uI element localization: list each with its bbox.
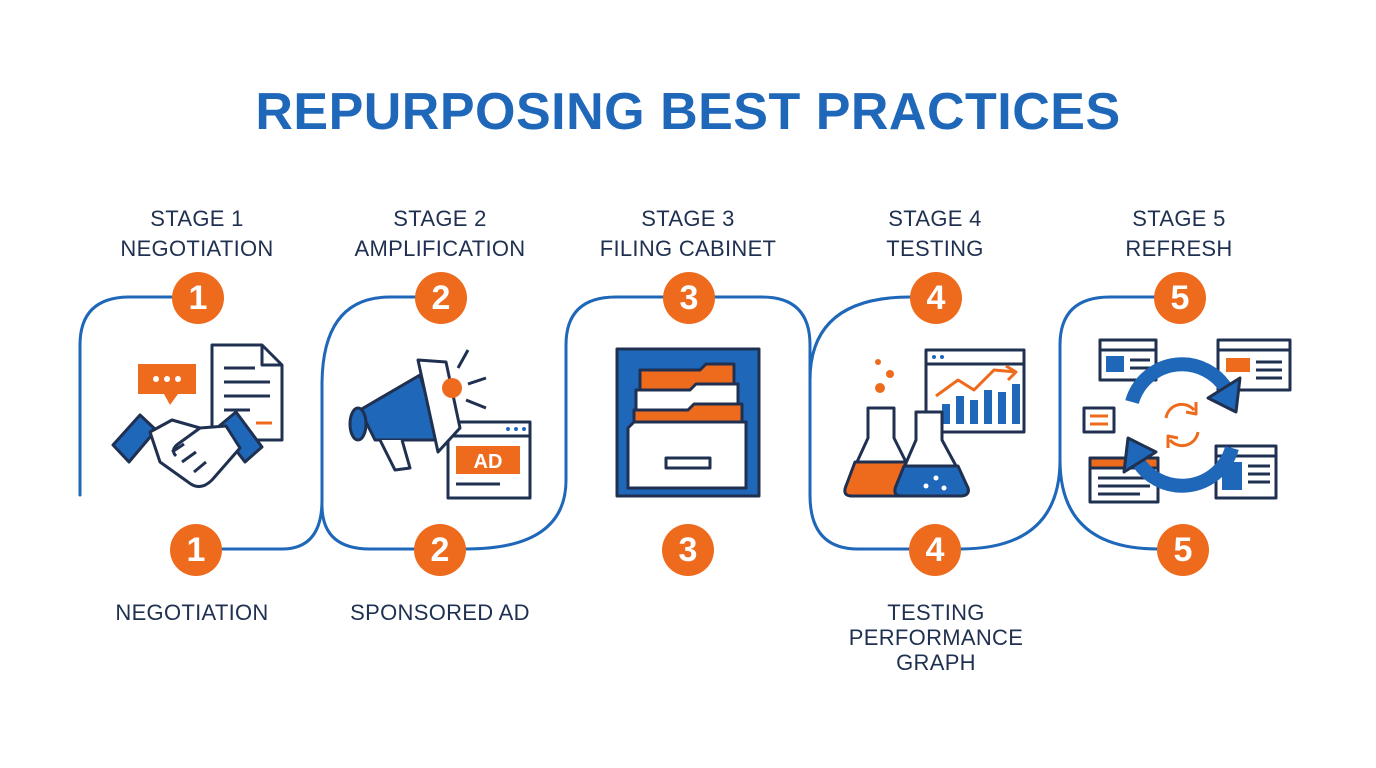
stage-3-label: STAGE 3 [641,206,735,231]
filing-cabinet-icon [615,347,761,498]
handshake-document-icon [111,343,284,488]
stage-1-top-badge: 1 [172,272,224,324]
stage-5-top-badge: 5 [1154,272,1206,324]
connector-line [78,295,1160,551]
stage-1-caption-line: NEGOTIATION [115,600,269,625]
page-title: REPURPOSING BEST PRACTICES [255,83,1121,141]
ad-label: AD [474,451,503,473]
stage-5-bottom-badge: 5 [1157,524,1209,576]
stage-3-name: FILING CABINET [599,236,777,261]
stage-3-header: STAGE 3 FILING CABINET [578,204,798,264]
megaphone-ad-icon: AD [348,349,532,500]
stage-4-bottom-badge: 4 [909,524,961,576]
stage-4-label: STAGE 4 [888,206,982,231]
stage-2-caption-line: SPONSORED AD [350,600,530,625]
stage-5-label: STAGE 5 [1132,206,1226,231]
stage-2-name: AMPLIFICATION [354,236,526,261]
stage-4-header: STAGE 4 TESTING [825,204,1045,264]
stage-4-top-badge: 4 [910,272,962,324]
stage-3-top-badge: 3 [663,272,715,324]
stage-2-bottom-badge: 2 [414,524,466,576]
stage-5-header: STAGE 5 REFRESH [1069,204,1289,264]
stage-4-caption: TESTING PERFORMANCE GRAPH [816,600,1056,675]
stage-4-name: TESTING [886,236,984,261]
stage-2-caption: SPONSORED AD [320,600,560,625]
stage-5-name: REFRESH [1125,236,1233,261]
stage-1-caption: NEGOTIATION [72,600,312,625]
stage-4-caption-line-2: PERFORMANCE [848,625,1024,650]
lab-flask-chart-icon [843,348,1026,498]
stage-2-label: STAGE 2 [393,206,487,231]
stage-2-header: STAGE 2 AMPLIFICATION [330,204,550,264]
stage-2-top-badge: 2 [415,272,467,324]
stage-1-bottom-badge: 1 [170,524,222,576]
stage-1-label: STAGE 1 [150,206,244,231]
stage-3-bottom-badge: 3 [662,524,714,576]
stage-1-header: STAGE 1 NEGOTIATION [87,204,307,264]
refresh-cycle-icon [1082,338,1292,504]
stage-4-caption-line-3: GRAPH [896,650,976,675]
stage-1-name: NEGOTIATION [120,236,274,261]
stage-4-caption-line-1: TESTING [887,600,985,625]
